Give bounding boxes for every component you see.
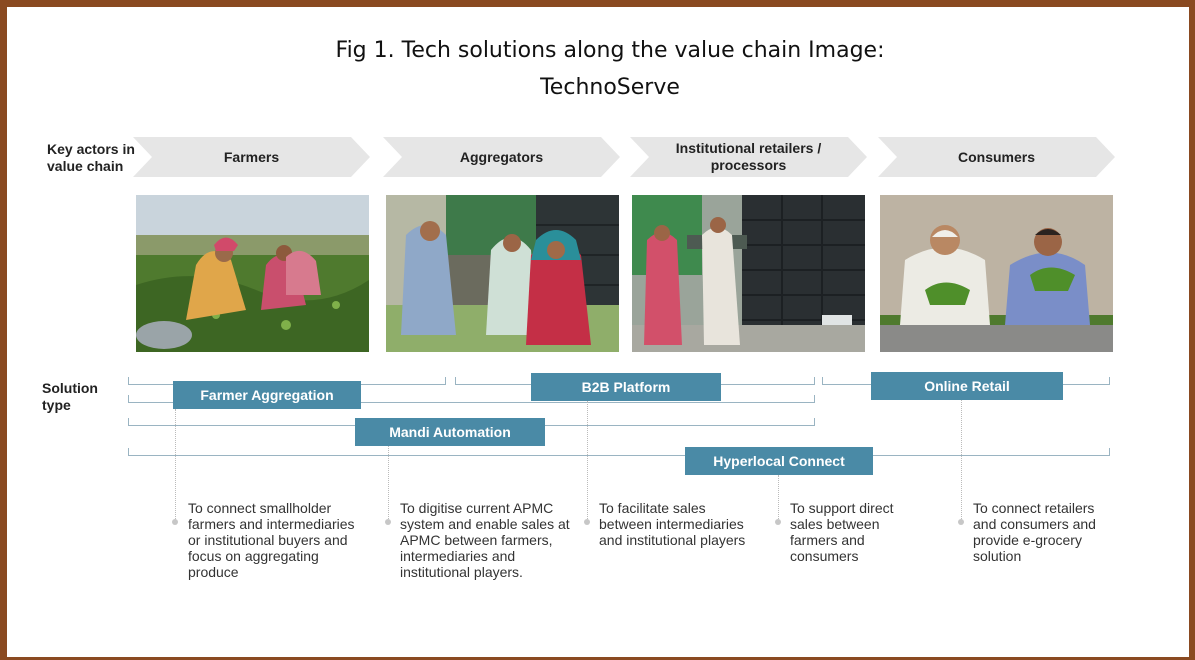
actor-chevron-aggregators: Aggregators [383, 137, 620, 177]
range-tick [128, 448, 129, 455]
range-tick [814, 377, 815, 384]
figure-title-line-1: Fig 1. Tech solutions along the value ch… [335, 38, 885, 63]
bullet-dot [584, 519, 590, 525]
farmers-photo [136, 195, 369, 352]
actor-label-retailers: Institutional retailers / processors [675, 140, 822, 173]
solution-online-retail: Online Retail [871, 372, 1063, 400]
connector-line [388, 446, 389, 521]
description-online-retail: To connect retailers and consumers and p… [973, 500, 1096, 564]
connector-line [587, 401, 588, 521]
description-hyperlocal-connect: To support direct sales between farmers … [790, 500, 894, 564]
actor-chevron-retailers: Institutional retailers / processors [630, 137, 867, 177]
range-tick [814, 395, 815, 402]
b2b-platform-extended-line [128, 402, 815, 403]
figure-title-line-2: TechnoServe [540, 75, 680, 100]
range-tick [128, 418, 129, 425]
range-tick [814, 418, 815, 425]
range-tick [128, 395, 129, 402]
actor-label-farmers: Farmers [223, 148, 280, 165]
actor-chevron-consumers: Consumers [878, 137, 1115, 177]
consumers-photo [880, 195, 1113, 352]
description-mandi-automation: To digitise current APMC system and enab… [400, 500, 570, 580]
chevron-shape [630, 137, 867, 177]
connector-line [961, 400, 962, 521]
description-b2b-platform: To facilitate sales between intermediari… [599, 500, 746, 548]
bullet-dot [958, 519, 964, 525]
chevron-shape [383, 137, 620, 177]
solution-hyperlocal-connect: Hyperlocal Connect [685, 447, 873, 475]
bullet-dot [385, 519, 391, 525]
chevron-shape [133, 137, 370, 177]
range-tick [1109, 448, 1110, 455]
range-tick [128, 377, 129, 384]
range-tick [455, 377, 456, 384]
retailers-photo [632, 195, 865, 352]
solution-mandi-automation: Mandi Automation [355, 418, 545, 446]
description-farmer-aggregation: To connect smallholder farmers and inter… [188, 500, 355, 580]
hyperlocal-connect-range-line [128, 455, 1110, 456]
actor-label-aggregators: Aggregators [459, 148, 544, 165]
key-actors-label: Key actors in value chain [47, 141, 135, 174]
solution-type-label: Solution type [42, 380, 98, 413]
connector-line [778, 475, 779, 521]
solution-farmer-aggregation: Farmer Aggregation [173, 381, 361, 409]
range-tick [1109, 377, 1110, 384]
aggregators-photo [386, 195, 619, 352]
range-tick [822, 377, 823, 384]
chevron-shape [878, 137, 1115, 177]
actor-label-consumers: Consumers [957, 148, 1036, 165]
connector-line [175, 409, 176, 521]
range-tick [445, 377, 446, 384]
bullet-dot [172, 519, 178, 525]
actor-chevron-farmers: Farmers [133, 137, 370, 177]
bullet-dot [775, 519, 781, 525]
solution-b2b-platform: B2B Platform [531, 373, 721, 401]
